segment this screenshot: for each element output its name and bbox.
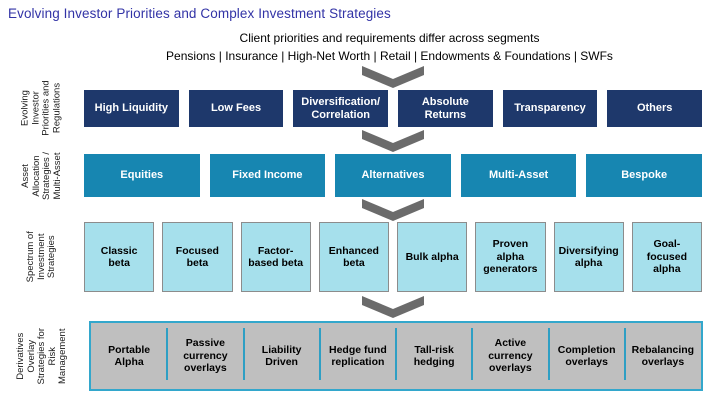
box-classic-beta: Classic beta [84,222,155,292]
cell-completion-overlays: Completion overlays [549,323,627,389]
cell-portable-alpha: Portable Alpha [91,323,169,389]
box-diversifying-alpha: Diversifying alpha [553,222,624,292]
box-goal-focused-alpha: Goal- focused alpha [631,222,702,292]
derivatives-overlay-panel: Portable Alpha Passive currency overlays… [89,321,703,391]
cell-active-currency-overlays: Active currency overlays [472,323,550,389]
side-label-spectrum: Spectrum of Investment Strategies [6,222,78,292]
box-factor-based-beta: Factor- based beta [240,222,311,292]
client-segments-line: Pensions | Insurance | High-Net Worth | … [166,49,613,63]
client-priorities-subtitle: Client priorities and requirements diffe… [239,31,540,45]
side-label-text: Spectrum of Investment Strategies [25,231,58,283]
side-label-asset-allocation: Asset Allocation Strategies / Multi-Asse… [6,150,78,201]
side-label-text: Asset Allocation Strategies / Multi-Asse… [20,151,63,200]
box-others: Others [607,90,703,127]
box-enhanced-beta: Enhanced beta [318,222,389,292]
box-equities: Equities [84,154,200,197]
page-title: Evolving Investor Priorities and Complex… [8,6,391,21]
box-fixed-income: Fixed Income [209,154,326,197]
cell-rebalancing-overlays: Rebalancing overlays [631,343,695,369]
box-absolute-returns: Absolute Returns [398,90,493,127]
box-proven-alpha-generators: Proven alpha generators [475,222,546,292]
side-label-priorities: Evolving Investor Priorities and Regulat… [6,62,78,154]
side-label-text: Derivatives Overlay Strategies for Risk … [14,327,68,385]
down-chevron-icon [84,66,702,88]
box-high-liquidity: High Liquidity [84,90,179,127]
cell-liability-driven: Liability Driven [244,323,322,389]
box-low-fees: Low Fees [188,90,284,127]
cell-passive-currency-overlays: Passive currency overlays [167,323,245,389]
priorities-row: High Liquidity Low Fees Diversification/… [84,90,703,127]
side-label-derivatives: Derivatives Overlay Strategies for Risk … [6,321,78,391]
cell-tall-risk-hedging: Tall-risk hedging [396,323,474,389]
cell-hedge-fund-replication: Hedge fund replication [320,323,398,389]
box-focused-beta: Focused beta [162,222,233,292]
down-chevron-icon [84,199,702,221]
box-alternatives: Alternatives [335,154,451,197]
asset-allocation-row: Equities Fixed Income Alternatives Multi… [84,154,702,197]
down-chevron-icon [84,130,702,152]
down-chevron-icon [84,296,702,318]
box-bulk-alpha: Bulk alpha [397,222,468,292]
side-label-text: Evolving Investor Priorities and Regulat… [19,80,63,136]
box-diversification-correlation: Diversification/ Correlation [293,90,389,127]
spectrum-row: Classic beta Focused beta Factor- based … [84,222,702,292]
box-bespoke: Bespoke [586,154,702,197]
box-transparency: Transparency [502,90,598,127]
box-multi-asset: Multi-Asset [460,154,577,197]
